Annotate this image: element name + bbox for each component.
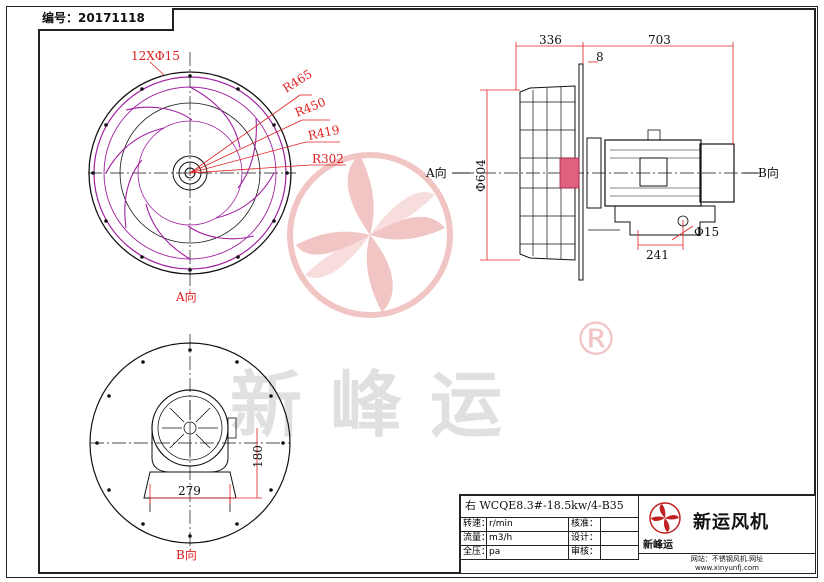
spec-row-flow: 流量： m3/h 设计：: [461, 532, 639, 546]
side-dim-phi15: Φ15: [694, 225, 719, 239]
title-block: 右 WCQE8.3#-18.5kw/4-B35 转速： r/min 核准： 流量…: [459, 494, 815, 573]
spec-label: 流量：: [461, 532, 487, 545]
spec-row-pressure: 全压： pa 审核：: [461, 546, 639, 560]
spec-role: 设计：: [569, 532, 601, 545]
front-r450-label: R450: [293, 95, 328, 120]
side-label-b: B向: [758, 165, 779, 180]
watermark-brand: 新峰运: [230, 363, 530, 447]
spec-role: 审核：: [569, 546, 601, 559]
side-dim-241: 241: [646, 248, 669, 262]
website-url: www.xinyunfj.com: [695, 564, 759, 572]
rear-view: [89, 334, 291, 546]
front-r419-label: R419: [307, 123, 341, 143]
side-label-a: A向: [425, 165, 447, 180]
spec-row-speed: 转速： r/min 核准：: [461, 518, 639, 532]
front-holes-label: 12XΦ15: [131, 49, 180, 63]
spec-sign: [601, 532, 639, 545]
side-dim-8: 8: [596, 50, 604, 64]
model-code: 右 WCQE8.3#-18.5kw/4-B35: [461, 496, 639, 518]
fan-logo-icon: [649, 502, 681, 534]
brand-small: 新峰运: [643, 540, 673, 551]
company-logo-area: 新运风机 新峰运: [639, 496, 815, 554]
drawing-number-value: 20171118: [78, 11, 145, 25]
watermark-logo: [287, 152, 453, 318]
spec-label: 全压：: [461, 546, 487, 559]
drawing-number-label: 编号：: [42, 11, 79, 25]
front-view: [88, 52, 346, 290]
spec-label: 转速：: [461, 518, 487, 531]
side-dim-604: Φ604: [474, 159, 488, 192]
side-view: [452, 42, 760, 281]
spec-unit: r/min: [487, 518, 569, 531]
rear-dim-180: 180: [251, 445, 265, 468]
front-r302-label: R302: [312, 152, 344, 166]
spec-sign: [601, 518, 639, 531]
outer-frame: [6, 6, 818, 578]
side-dim-703: 703: [648, 33, 671, 47]
spec-sign: [601, 546, 639, 559]
drawing-border: [38, 8, 816, 574]
front-r465-label: R465: [280, 67, 315, 96]
drawing-number-box: 编号：20171118: [38, 8, 174, 31]
front-view-label: A向: [175, 289, 197, 304]
rear-dim-279: 279: [178, 484, 201, 498]
watermark-registered: ®: [573, 312, 619, 366]
company-name: 新运风机: [693, 512, 769, 533]
rear-view-label: B向: [176, 547, 197, 562]
spec-unit: pa: [487, 546, 569, 559]
spec-role: 核准：: [569, 518, 601, 531]
side-dim-336: 336: [539, 33, 562, 47]
spec-unit: m3/h: [487, 532, 569, 545]
website-label: 网站：不锈钢风机.网址: [690, 555, 764, 563]
